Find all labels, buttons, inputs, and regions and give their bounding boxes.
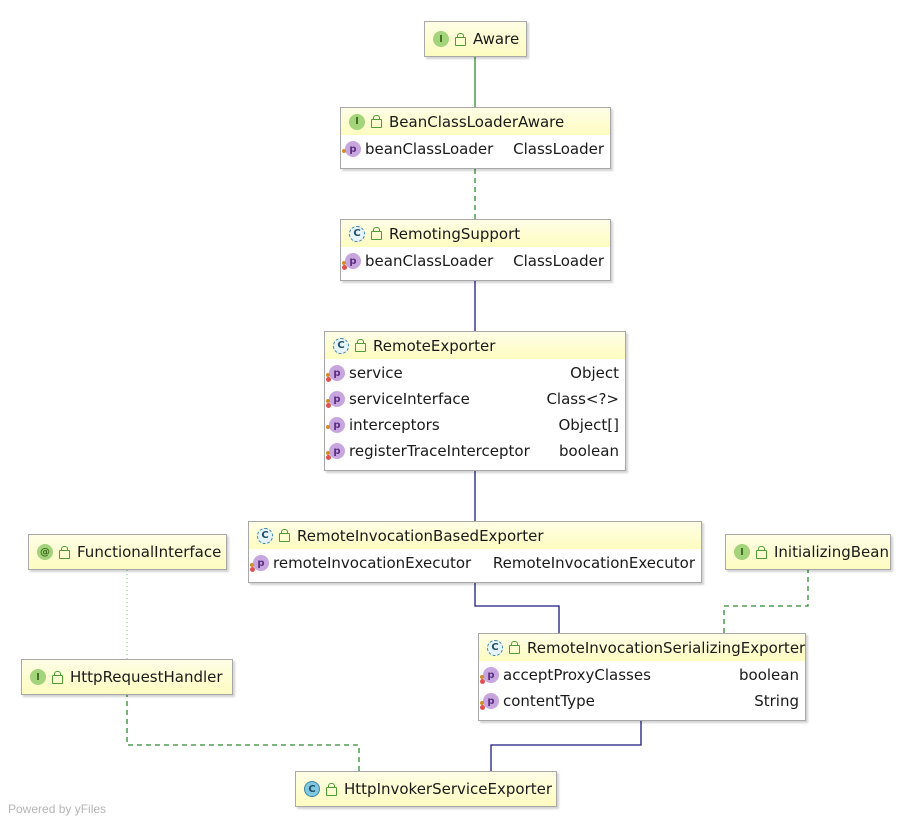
property-name: acceptProxyClasses [503, 666, 651, 684]
lock-icon [326, 782, 337, 796]
watermark-text: Powered by yFiles [8, 802, 107, 816]
node-remoteinvocationbasedexporter[interactable]: C RemoteInvocationBasedExporter p remote… [248, 521, 702, 583]
property-type: boolean [739, 666, 799, 684]
node-title: HttpInvokerServiceExporter [344, 780, 553, 798]
node-aware[interactable]: I Aware [424, 21, 527, 57]
node-functionalinterface[interactable]: @ FunctionalInterface [28, 534, 227, 570]
abstract-class-icon: C [487, 639, 503, 656]
property-type: Object [570, 364, 619, 382]
node-httpinvokerserviceexporter[interactable]: C HttpInvokerServiceExporter [295, 771, 557, 807]
property-name: interceptors [349, 416, 440, 434]
lock-icon [371, 227, 382, 240]
node-title: BeanClassLoaderAware [389, 112, 565, 131]
property-icon: p [326, 417, 345, 433]
node-initializingbean[interactable]: I InitializingBean [725, 534, 891, 570]
property-icon: p [342, 253, 361, 270]
lock-icon [279, 529, 290, 542]
property-name: service [349, 364, 403, 382]
property-row: p contentType String [479, 688, 805, 714]
lock-icon [455, 32, 466, 46]
annotation-icon: @ [37, 544, 53, 560]
node-remoteexporter[interactable]: C RemoteExporter p service Object p serv… [324, 331, 626, 471]
property-row: p service Object [325, 360, 625, 386]
property-icon: p [326, 443, 345, 460]
interface-icon: I [734, 544, 750, 560]
node-title: RemotingSupport [389, 224, 521, 243]
node-title: RemoteExporter [373, 336, 496, 355]
node-title: FunctionalInterface [77, 543, 222, 561]
node-httprequesthandler[interactable]: I HttpRequestHandler [21, 659, 233, 695]
property-name: beanClassLoader [365, 252, 494, 270]
edge-serializingexporter-initializingbean [723, 560, 813, 633]
node-title: Aware [473, 30, 520, 48]
property-row: p acceptProxyClasses boolean [479, 662, 805, 688]
abstract-class-icon: C [349, 225, 365, 242]
lock-icon [756, 545, 767, 559]
lock-icon [52, 670, 63, 684]
edge-serializingexporter-basedexporter [470, 573, 560, 633]
property-type: String [754, 692, 799, 710]
property-row: p beanClassLoader ClassLoader [341, 136, 610, 162]
property-type: Object[] [558, 416, 619, 434]
abstract-class-icon: C [333, 337, 349, 354]
node-title: HttpRequestHandler [70, 668, 223, 686]
abstract-class-icon: C [257, 527, 273, 544]
node-title: InitializingBean [774, 543, 889, 561]
property-type: RemoteInvocationExecutor [492, 554, 695, 572]
lock-icon [59, 545, 70, 559]
property-row: p remoteInvocationExecutor RemoteInvocat… [249, 550, 701, 576]
property-name: contentType [503, 692, 595, 710]
interface-icon: I [433, 31, 449, 47]
property-row: p registerTraceInterceptor boolean [325, 438, 625, 464]
property-type: ClassLoader [513, 252, 604, 270]
edge-httpinvoker-httprequesthandler [122, 685, 360, 771]
property-icon: p [326, 365, 345, 382]
node-beanclassloaderaware[interactable]: I BeanClassLoaderAware p beanClassLoader… [340, 107, 611, 169]
property-type: ClassLoader [513, 140, 604, 158]
property-icon: p [342, 141, 361, 157]
lock-icon [509, 641, 520, 654]
interface-icon: I [349, 113, 365, 130]
node-title: RemoteInvocationSerializingExporter [527, 638, 806, 657]
property-icon: p [480, 693, 499, 710]
property-icon: p [250, 555, 269, 572]
lock-icon [371, 115, 382, 128]
property-type: Class<?> [546, 390, 619, 408]
interface-icon: I [30, 669, 46, 685]
property-type: boolean [559, 442, 619, 460]
class-icon: C [304, 781, 320, 797]
property-name: serviceInterface [349, 390, 470, 408]
property-name: registerTraceInterceptor [349, 442, 530, 460]
property-icon: p [326, 391, 345, 408]
property-row: p interceptors Object[] [325, 412, 625, 438]
property-name: beanClassLoader [365, 140, 494, 158]
lock-icon [355, 339, 366, 352]
node-remotingsupport[interactable]: C RemotingSupport p beanClassLoader Clas… [340, 219, 611, 281]
property-row: p serviceInterface Class<?> [325, 386, 625, 412]
property-name: remoteInvocationExecutor [273, 554, 472, 572]
node-title: RemoteInvocationBasedExporter [297, 526, 544, 545]
edge-httpinvoker-serializingexporter [490, 711, 646, 771]
property-icon: p [480, 667, 499, 684]
node-remoteinvocationserializingexporter[interactable]: C RemoteInvocationSerializingExporter p … [478, 633, 806, 721]
property-row: p beanClassLoader ClassLoader [341, 248, 610, 274]
